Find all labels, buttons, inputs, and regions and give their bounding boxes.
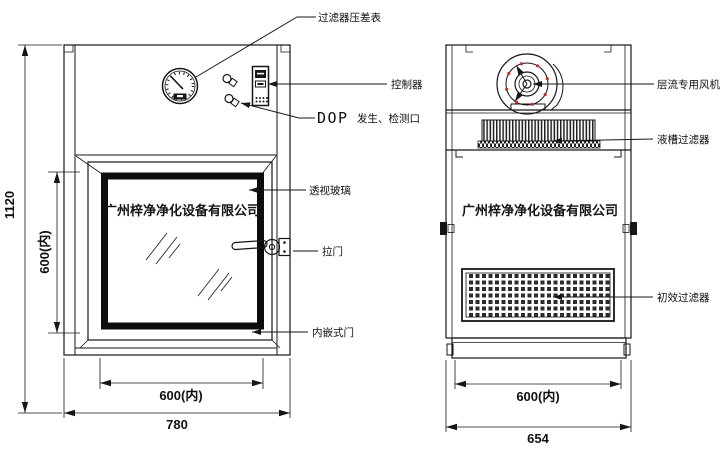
callout-pressure-gauge: 过滤器压差表 (318, 11, 381, 24)
front-dimensions: 1120 600(内) 600(内) 780 (2, 44, 291, 432)
side-top-corner-notches (465, 45, 612, 53)
side-latches-icon (440, 222, 637, 235)
callout-pull-door: 拉门 (322, 245, 343, 258)
gel-seal-filter-icon (477, 119, 601, 149)
door-corner-diagonals (75, 155, 281, 349)
side-company-name: 广州梓净净化设备有限公司 (462, 203, 618, 219)
bottom-tray (446, 337, 631, 359)
inset-door-panel (101, 172, 264, 330)
callout-controller: 控制器 (391, 78, 423, 91)
front-company-name: 广州梓净净化设备有限公司 (104, 203, 260, 219)
dim-inner-width-front: 600(内) (159, 388, 202, 403)
dim-inner-height: 600(内) (37, 230, 52, 273)
leader-gel-filter (552, 137, 654, 144)
leader-pressure-gauge (195, 16, 316, 78)
callout-glass: 透视玻璃 (309, 184, 351, 197)
pressure-gauge-icon (161, 67, 199, 105)
side-dimensions: 600(内) 654 (445, 360, 632, 446)
door-handle-icon (231, 237, 291, 257)
callout-primary-filter: 初效过滤器 (657, 291, 710, 304)
front-view: 广州梓净净化设备有限公司 过滤器压差表 控制器 DOP 发生、检测口 透视玻璃 … (2, 11, 423, 432)
deck-brackets (455, 150, 622, 158)
callout-inset-door: 内嵌式门 (312, 326, 354, 339)
dim-overall-width-side: 654 (527, 431, 549, 446)
callout-dop-prefix: DOP (317, 109, 349, 127)
callout-dop-suffix: 发生、检测口 (357, 112, 420, 125)
dop-ports-icon (222, 73, 240, 108)
leader-dop (240, 102, 315, 119)
callout-gel-filter: 液槽过滤器 (657, 133, 710, 146)
front-top-corner-notches (64, 45, 290, 53)
door-outer-frame (87, 161, 273, 341)
callout-laminar-fan: 层流专用风机 (657, 78, 720, 91)
dim-overall-height: 1120 (2, 191, 17, 219)
primary-filter-icon (461, 268, 615, 322)
controller-box-icon (251, 65, 270, 107)
fan-rivet-dots (505, 62, 549, 106)
dim-overall-width-front: 780 (166, 417, 188, 432)
side-view: 广州梓净净化设备有限公司 层流专用风机 液槽过滤器 初效过滤器 (440, 44, 720, 446)
front-cabinet-outline (63, 44, 291, 356)
dim-inner-width-side: 600(内) (516, 389, 559, 404)
glass-shine-marks (145, 232, 233, 301)
